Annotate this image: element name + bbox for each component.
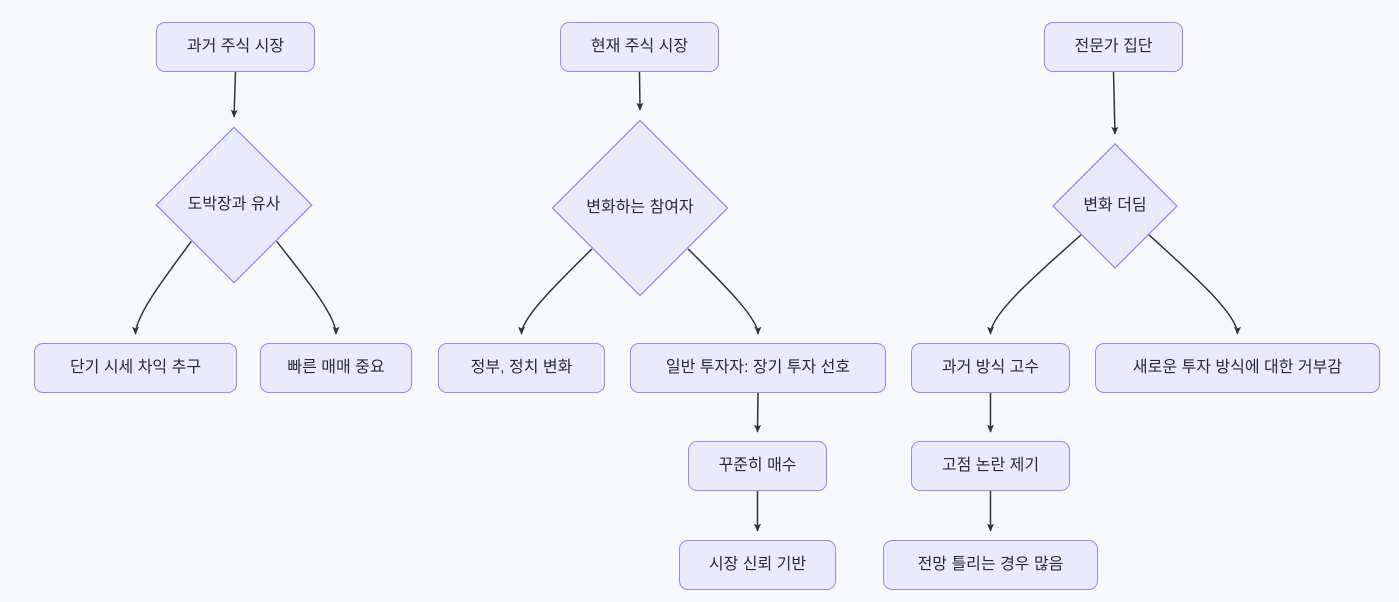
flow-node-n15[interactable]: 고점 논란 제기 — [911, 441, 1070, 491]
flow-node-label: 전망 틀리는 경우 많음 — [917, 556, 1064, 574]
diamond-shape — [551, 119, 729, 297]
flow-node-n2[interactable]: 도박장과 유사 — [155, 126, 313, 284]
flow-node-label: 새로운 투자 방식에 대한 거부감 — [1132, 359, 1343, 377]
flow-node-n14[interactable]: 새로운 투자 방식에 대한 거부감 — [1095, 343, 1380, 393]
flow-node-n6[interactable]: 변화하는 참여자 — [551, 119, 729, 297]
flow-node-label: 고점 논란 제기 — [941, 457, 1040, 475]
flow-node-label: 변화하는 참여자 — [586, 199, 694, 217]
flow-node-n4[interactable]: 빠른 매매 중요 — [260, 343, 412, 393]
flow-node-n9[interactable]: 꾸준히 매수 — [688, 441, 827, 491]
flow-edge-n5-n6 — [636, 71, 644, 111]
flow-node-n13[interactable]: 과거 방식 고수 — [911, 343, 1070, 393]
flow-node-label: 전문가 집단 — [1074, 38, 1153, 56]
flow-node-label: 단기 시세 차익 추구 — [69, 359, 202, 377]
flow-node-n1[interactable]: 과거 주식 시장 — [156, 22, 315, 72]
flow-node-n11[interactable]: 전문가 집단 — [1044, 22, 1183, 72]
flow-edge-n11-n12 — [1111, 71, 1119, 135]
flow-node-label: 현재 주식 시장 — [590, 38, 689, 56]
flow-node-label: 과거 주식 시장 — [186, 38, 285, 56]
flow-node-label: 시장 신뢰 기반 — [708, 556, 807, 574]
flow-node-label: 변화 더딤 — [1083, 197, 1147, 215]
flow-node-label: 빠른 매매 중요 — [287, 359, 385, 377]
flow-node-n7[interactable]: 정부, 정치 변화 — [438, 343, 605, 393]
diamond-shape — [155, 126, 313, 284]
flow-node-n12[interactable]: 변화 더딤 — [1052, 143, 1178, 269]
flow-node-label: 과거 방식 고수 — [941, 359, 1040, 377]
diamond-shape — [1052, 143, 1178, 269]
flow-node-label: 일반 투자자: 장기 투자 선호 — [665, 359, 851, 377]
flow-node-n8[interactable]: 일반 투자자: 장기 투자 선호 — [630, 343, 886, 393]
flow-edge-n8-n9 — [754, 392, 762, 433]
flow-node-n16[interactable]: 전망 틀리는 경우 많음 — [883, 540, 1098, 590]
flow-node-n5[interactable]: 현재 주식 시장 — [560, 22, 719, 72]
flow-node-label: 정부, 정치 변화 — [470, 359, 573, 377]
flow-node-label: 도박장과 유사 — [187, 196, 281, 214]
flow-edge-n1-n2 — [230, 71, 238, 118]
flow-node-n3[interactable]: 단기 시세 차익 추구 — [34, 343, 237, 393]
flow-node-n10[interactable]: 시장 신뢰 기반 — [679, 540, 836, 590]
flow-node-label: 꾸준히 매수 — [718, 457, 797, 475]
